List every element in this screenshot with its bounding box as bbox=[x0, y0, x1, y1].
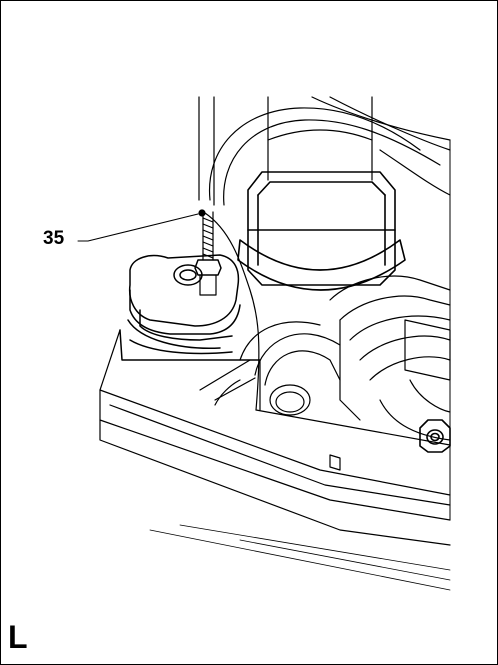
pipe-nut bbox=[237, 171, 406, 291]
hole-and-arches bbox=[199, 321, 341, 416]
hex-nut bbox=[419, 419, 451, 453]
electrode-probe bbox=[194, 209, 260, 411]
figure-letter: L bbox=[8, 619, 28, 655]
flue-pipe bbox=[267, 96, 373, 181]
gas-valve-assembly bbox=[329, 275, 451, 441]
base-plate bbox=[99, 329, 451, 591]
callout-label-35: 35 bbox=[43, 228, 65, 249]
callout-leader-line bbox=[77, 213, 199, 242]
hose-loop bbox=[208, 96, 451, 206]
left-rods bbox=[198, 96, 215, 206]
mounting-bracket bbox=[119, 254, 261, 361]
